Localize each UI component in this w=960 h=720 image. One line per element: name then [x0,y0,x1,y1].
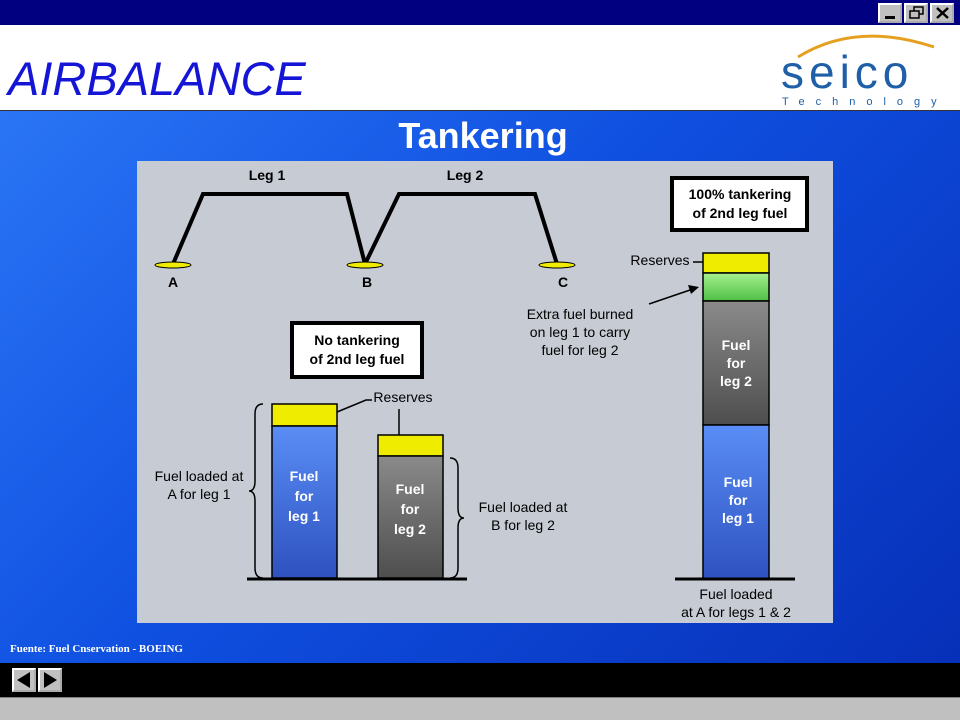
reserves-bar-leg2 [377,434,444,457]
extra-fuel-label: Extra fuel burned [527,306,634,322]
leg2-fuel-segment [702,300,770,426]
slide-area: Tankering Leg 1 [0,111,960,663]
svg-text:leg 2: leg 2 [394,521,426,537]
diagram-svg: Leg 1 Leg 2 A B C No tankering of 2nd le… [154,167,809,620]
svg-text:A for leg 1: A for leg 1 [167,486,230,502]
svg-text:No tankering: No tankering [314,332,400,348]
svg-text:for: for [401,501,420,517]
svg-text:Fuel: Fuel [722,337,751,353]
fuel-bar-leg1 [271,425,338,579]
tankering-box [670,176,809,232]
svg-text:B for leg 2: B for leg 2 [491,517,555,533]
tankering-scenario: 100% tankering of 2nd leg fuel Reserves … [527,176,809,620]
svg-text:for: for [729,492,748,508]
airport-a-marker [154,261,192,269]
tankering-reserves-segment [702,252,770,274]
svg-text:on leg 1 to carry: on leg 1 to carry [530,324,630,340]
fuel-bar-leg2 [377,455,444,579]
flight-route: Leg 1 Leg 2 A B C [154,167,576,290]
triangle-right-icon [44,672,57,688]
svg-text:fuel for leg 2: fuel for leg 2 [541,342,618,358]
airport-b-label: B [362,274,372,290]
svg-text:Technology: Technology [782,96,948,108]
svg-text:for: for [727,355,746,371]
no-tankering-box [290,321,424,379]
tankering-reserves-label: Reserves [630,252,689,268]
svg-text:of 2nd leg fuel: of 2nd leg fuel [310,351,405,367]
status-bar [0,697,960,720]
airport-a-label: A [168,274,178,290]
brace-left [248,403,264,579]
restore-icon [909,6,924,19]
window-title-bar [0,0,960,25]
tankering-diagram: Leg 1 Leg 2 A B C No tankering of 2nd le… [137,161,833,623]
fuel-loaded-a-label: Fuel loaded at [155,468,244,484]
svg-text:of 2nd leg fuel: of 2nd leg fuel [693,205,788,221]
airport-c-marker [538,261,576,269]
airport-c-label: C [558,274,568,290]
next-slide-button[interactable] [38,668,62,692]
brace-right [449,457,465,579]
no-tankering-scenario: No tankering of 2nd leg fuel Reserves Fu… [155,321,568,581]
svg-text:Fuel: Fuel [724,474,753,490]
minimize-icon [885,16,895,19]
restore-button[interactable] [904,3,928,23]
svg-text:leg 1: leg 1 [288,508,320,524]
fuel-loaded-b-label: Fuel loaded at [479,499,568,515]
svg-text:Fuel: Fuel [290,468,319,484]
leg2-label: Leg 2 [447,167,484,183]
svg-text:at A for legs 1 & 2: at A for legs 1 & 2 [681,604,791,620]
close-icon [936,7,949,19]
app-title: AIRBALANCE [8,52,306,105]
seico-logo: seico Technology [781,34,948,108]
svg-text:100% tankering: 100% tankering [689,186,792,202]
svg-text:seico: seico [781,46,913,98]
extra-fuel-segment [702,272,770,302]
leg1-fuel-segment [702,424,770,580]
minimize-button[interactable] [878,3,902,23]
source-caption: Fuente: Fuel Cnservation - BOEING [10,643,183,655]
reserves-bar-leg1 [271,403,338,427]
close-button[interactable] [930,3,954,23]
app-header: AIRBALANCE seico Technology [0,25,960,111]
airport-b-marker [346,261,384,269]
svg-text:leg 2: leg 2 [720,373,752,389]
slide-title: Tankering [398,115,568,156]
triangle-left-icon [17,672,30,688]
svg-text:Fuel: Fuel [396,481,425,497]
fuel-loaded-legs-label: Fuel loaded [699,586,772,602]
leg1-label: Leg 1 [249,167,286,183]
no-tankering-reserves-label: Reserves [373,389,432,405]
svg-text:for: for [295,488,314,504]
previous-slide-button[interactable] [12,668,36,692]
navigation-bar [0,663,960,697]
svg-text:leg 1: leg 1 [722,510,754,526]
